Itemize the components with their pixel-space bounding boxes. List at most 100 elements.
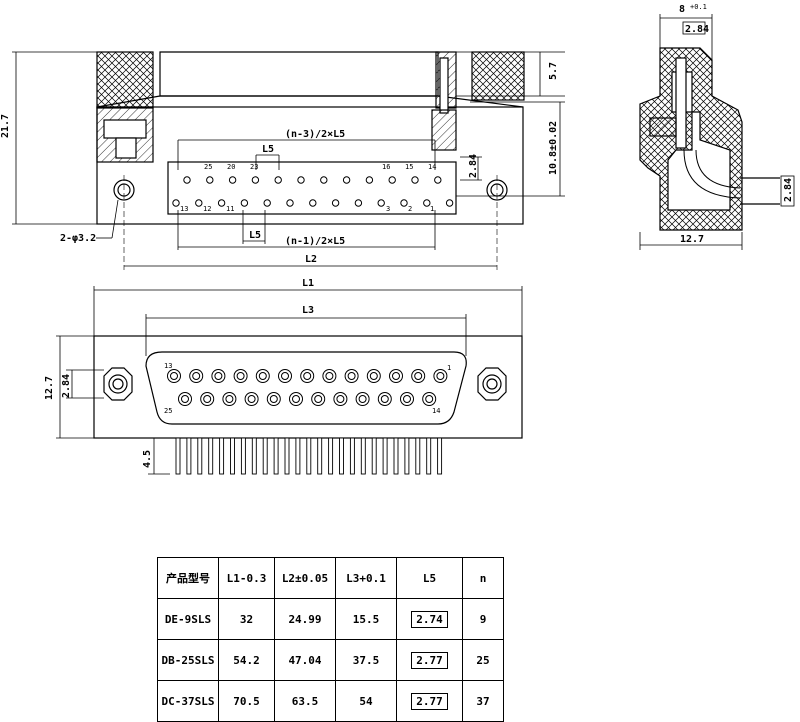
bottom-pin xyxy=(222,392,237,406)
pin-leg xyxy=(317,437,323,475)
cell-l2: 24.99 xyxy=(274,598,336,640)
left-standoff xyxy=(96,51,154,109)
cell-n: 9 xyxy=(462,598,504,640)
bottom-pin xyxy=(355,392,370,406)
cell-l5-value: 2.77 xyxy=(411,692,448,710)
cell-model: DC-37SLS xyxy=(157,680,219,722)
bottom-pin-inner xyxy=(403,395,411,403)
bottom-pin xyxy=(289,392,303,406)
pin-leg xyxy=(371,437,377,475)
front-pin xyxy=(251,176,260,184)
side-dim-top-tol: +0.1 xyxy=(690,3,707,11)
front-pin xyxy=(320,176,328,184)
front-flange xyxy=(96,106,524,225)
pin-leg xyxy=(415,437,421,475)
cell-l5: 2.77 xyxy=(396,680,463,722)
bottom-pin-label-4: 3 xyxy=(386,205,390,213)
bottom-pin-label-2: 12 xyxy=(203,205,211,213)
pin-leg xyxy=(382,437,388,475)
bottom-pins xyxy=(167,369,448,406)
bottom-pin xyxy=(233,369,248,383)
front-pin xyxy=(172,199,180,207)
dim-pitch-bottom: 2.84 xyxy=(61,374,72,398)
bottom-pin xyxy=(311,392,326,406)
cell-l5-value: 2.77 xyxy=(411,651,448,669)
bottom-pin-inner xyxy=(225,395,234,403)
cell-l3: 15.5 xyxy=(335,598,397,640)
cell-l1: 32 xyxy=(218,598,275,640)
front-pin xyxy=(309,199,317,207)
bottom-pin-label-1: 13 xyxy=(180,205,188,213)
front-pin xyxy=(228,176,237,184)
bottom-pin xyxy=(377,392,392,406)
bottom-hex-left xyxy=(103,367,133,401)
cell-l2: 63.5 xyxy=(274,680,336,722)
pin-leg xyxy=(339,437,344,475)
bottom-pin xyxy=(422,392,437,406)
front-pin xyxy=(434,176,442,184)
bottom-flange xyxy=(93,335,523,439)
pin-leg xyxy=(273,437,279,475)
table-row: DC-37SLS 70.5 63.5 54 2.77 37 xyxy=(157,680,504,722)
pin-leg xyxy=(197,437,203,475)
front-pin xyxy=(217,199,226,207)
bottom-pin-label-3: 11 xyxy=(226,205,234,213)
bottom-pin xyxy=(255,369,270,383)
front-pin xyxy=(263,199,271,207)
bottom-pin-inner xyxy=(358,395,367,403)
cell-l3: 37.5 xyxy=(335,639,397,681)
cell-l5: 2.74 xyxy=(396,598,463,640)
bottom-pin xyxy=(167,369,181,383)
bottom-pin xyxy=(244,392,259,406)
pin-leg xyxy=(240,437,246,475)
front-pin xyxy=(331,199,340,207)
front-dimensions xyxy=(12,51,565,267)
bottom-pin xyxy=(411,369,426,383)
bottom-pin-inner xyxy=(380,395,389,403)
front-pin xyxy=(286,199,294,207)
bottom-dimensions xyxy=(56,286,523,475)
bottom-pin-label-5: 2 xyxy=(408,205,412,213)
dim-right-top: 5.7 xyxy=(548,62,559,80)
pin-leg xyxy=(349,437,355,475)
bottom-pin-inner xyxy=(181,395,189,403)
bottom-pin-inner xyxy=(414,372,423,380)
bottom-label-bottom-right: 14 xyxy=(432,407,440,415)
bottom-pin-inner xyxy=(303,372,312,380)
dim-l5-bottom: L5 xyxy=(249,230,261,241)
right-standoff xyxy=(471,51,525,101)
bottom-pin xyxy=(344,369,359,383)
bottom-pin xyxy=(211,369,226,383)
bottom-pin-inner xyxy=(392,372,400,380)
dim-height-bottom: 12.7 xyxy=(44,376,55,400)
bottom-pin-inner xyxy=(269,395,278,403)
top-pin-label-3: 23 xyxy=(250,163,258,171)
bottom-pin xyxy=(266,392,281,406)
bottom-pin-inner xyxy=(281,372,289,380)
cell-l1: 54.2 xyxy=(218,639,275,681)
front-shell xyxy=(159,51,439,97)
dim-height-front: 21.7 xyxy=(0,114,11,138)
table-row: DE-9SLS 32 24.99 15.5 2.74 9 xyxy=(157,598,504,640)
table-header-row: 产品型号 L1-0.3 L2±0.05 L3+0.1 L5 n xyxy=(157,557,504,599)
cell-model: DE-9SLS xyxy=(157,598,219,640)
front-pin xyxy=(183,176,191,184)
bottom-pin-inner xyxy=(369,372,378,380)
dim-top-row: (n-3)/2×L5 xyxy=(285,129,345,140)
bottom-pin-inner xyxy=(214,372,223,380)
pin-leg xyxy=(251,437,257,475)
front-pin xyxy=(354,199,363,207)
bottom-pin xyxy=(366,369,381,383)
bottom-pin xyxy=(300,369,315,383)
bottom-pin xyxy=(200,392,215,406)
cell-l1: 70.5 xyxy=(218,680,275,722)
bottom-pin-inner xyxy=(425,395,434,403)
side-dim-pin: 2.84 xyxy=(783,178,794,202)
front-pins xyxy=(172,176,454,207)
bottom-pin-inner xyxy=(336,395,345,403)
bottom-pin-inner xyxy=(236,372,245,380)
pin-leg xyxy=(306,437,312,475)
bottom-pin-inner xyxy=(192,372,201,380)
pin-leg xyxy=(360,437,366,475)
